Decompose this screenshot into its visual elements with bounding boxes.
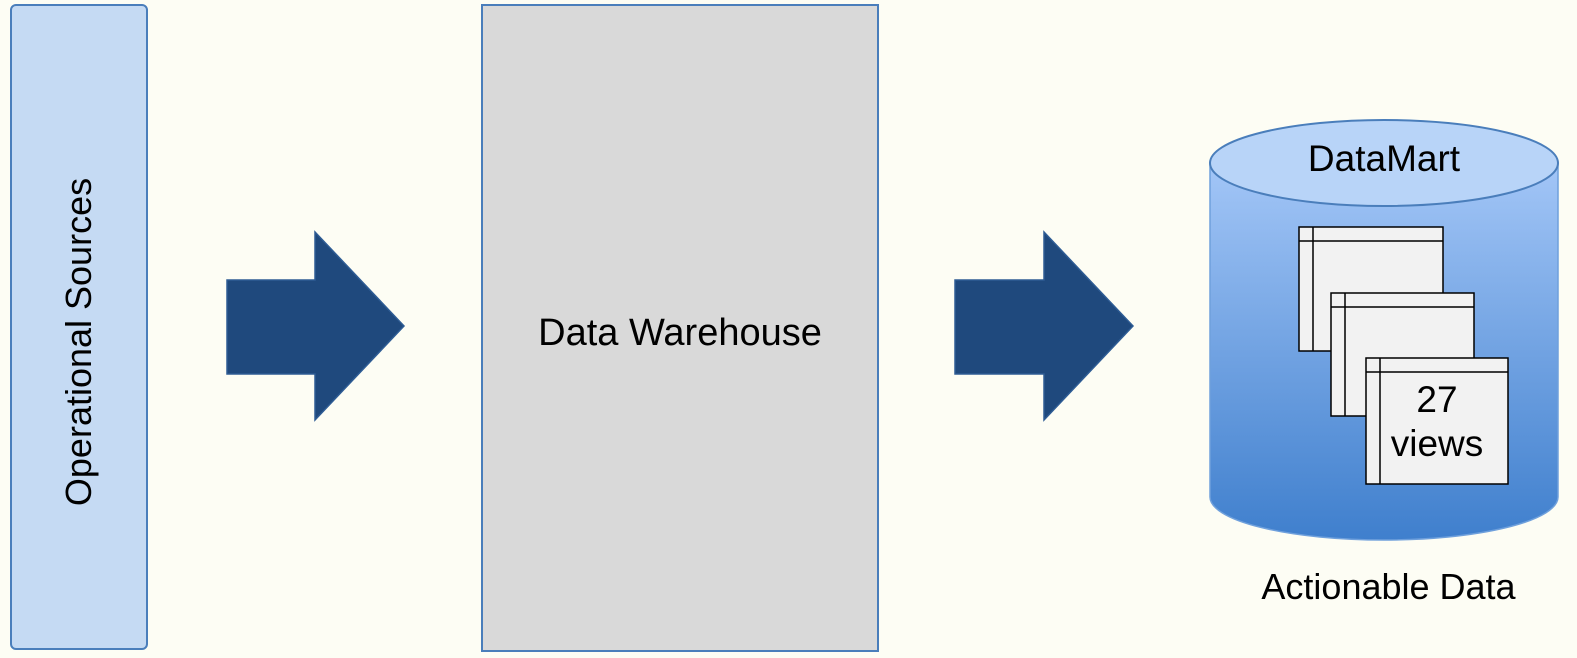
- views-count-label: 27 views: [1368, 378, 1506, 466]
- datamart-label: DataMart: [1307, 138, 1461, 179]
- flow-arrow-1: [226, 230, 406, 422]
- data-warehouse-label: Data Warehouse: [538, 312, 822, 354]
- data-warehouse-box: Data Warehouse: [481, 4, 879, 652]
- views-count: 27: [1416, 379, 1458, 420]
- actionable-data-label: Actionable Data: [1261, 566, 1516, 607]
- operational-sources-box: [10, 4, 148, 650]
- flow-arrow-2: [954, 230, 1135, 422]
- views-unit: views: [1390, 423, 1484, 464]
- views-stack-icon: [1298, 226, 1509, 485]
